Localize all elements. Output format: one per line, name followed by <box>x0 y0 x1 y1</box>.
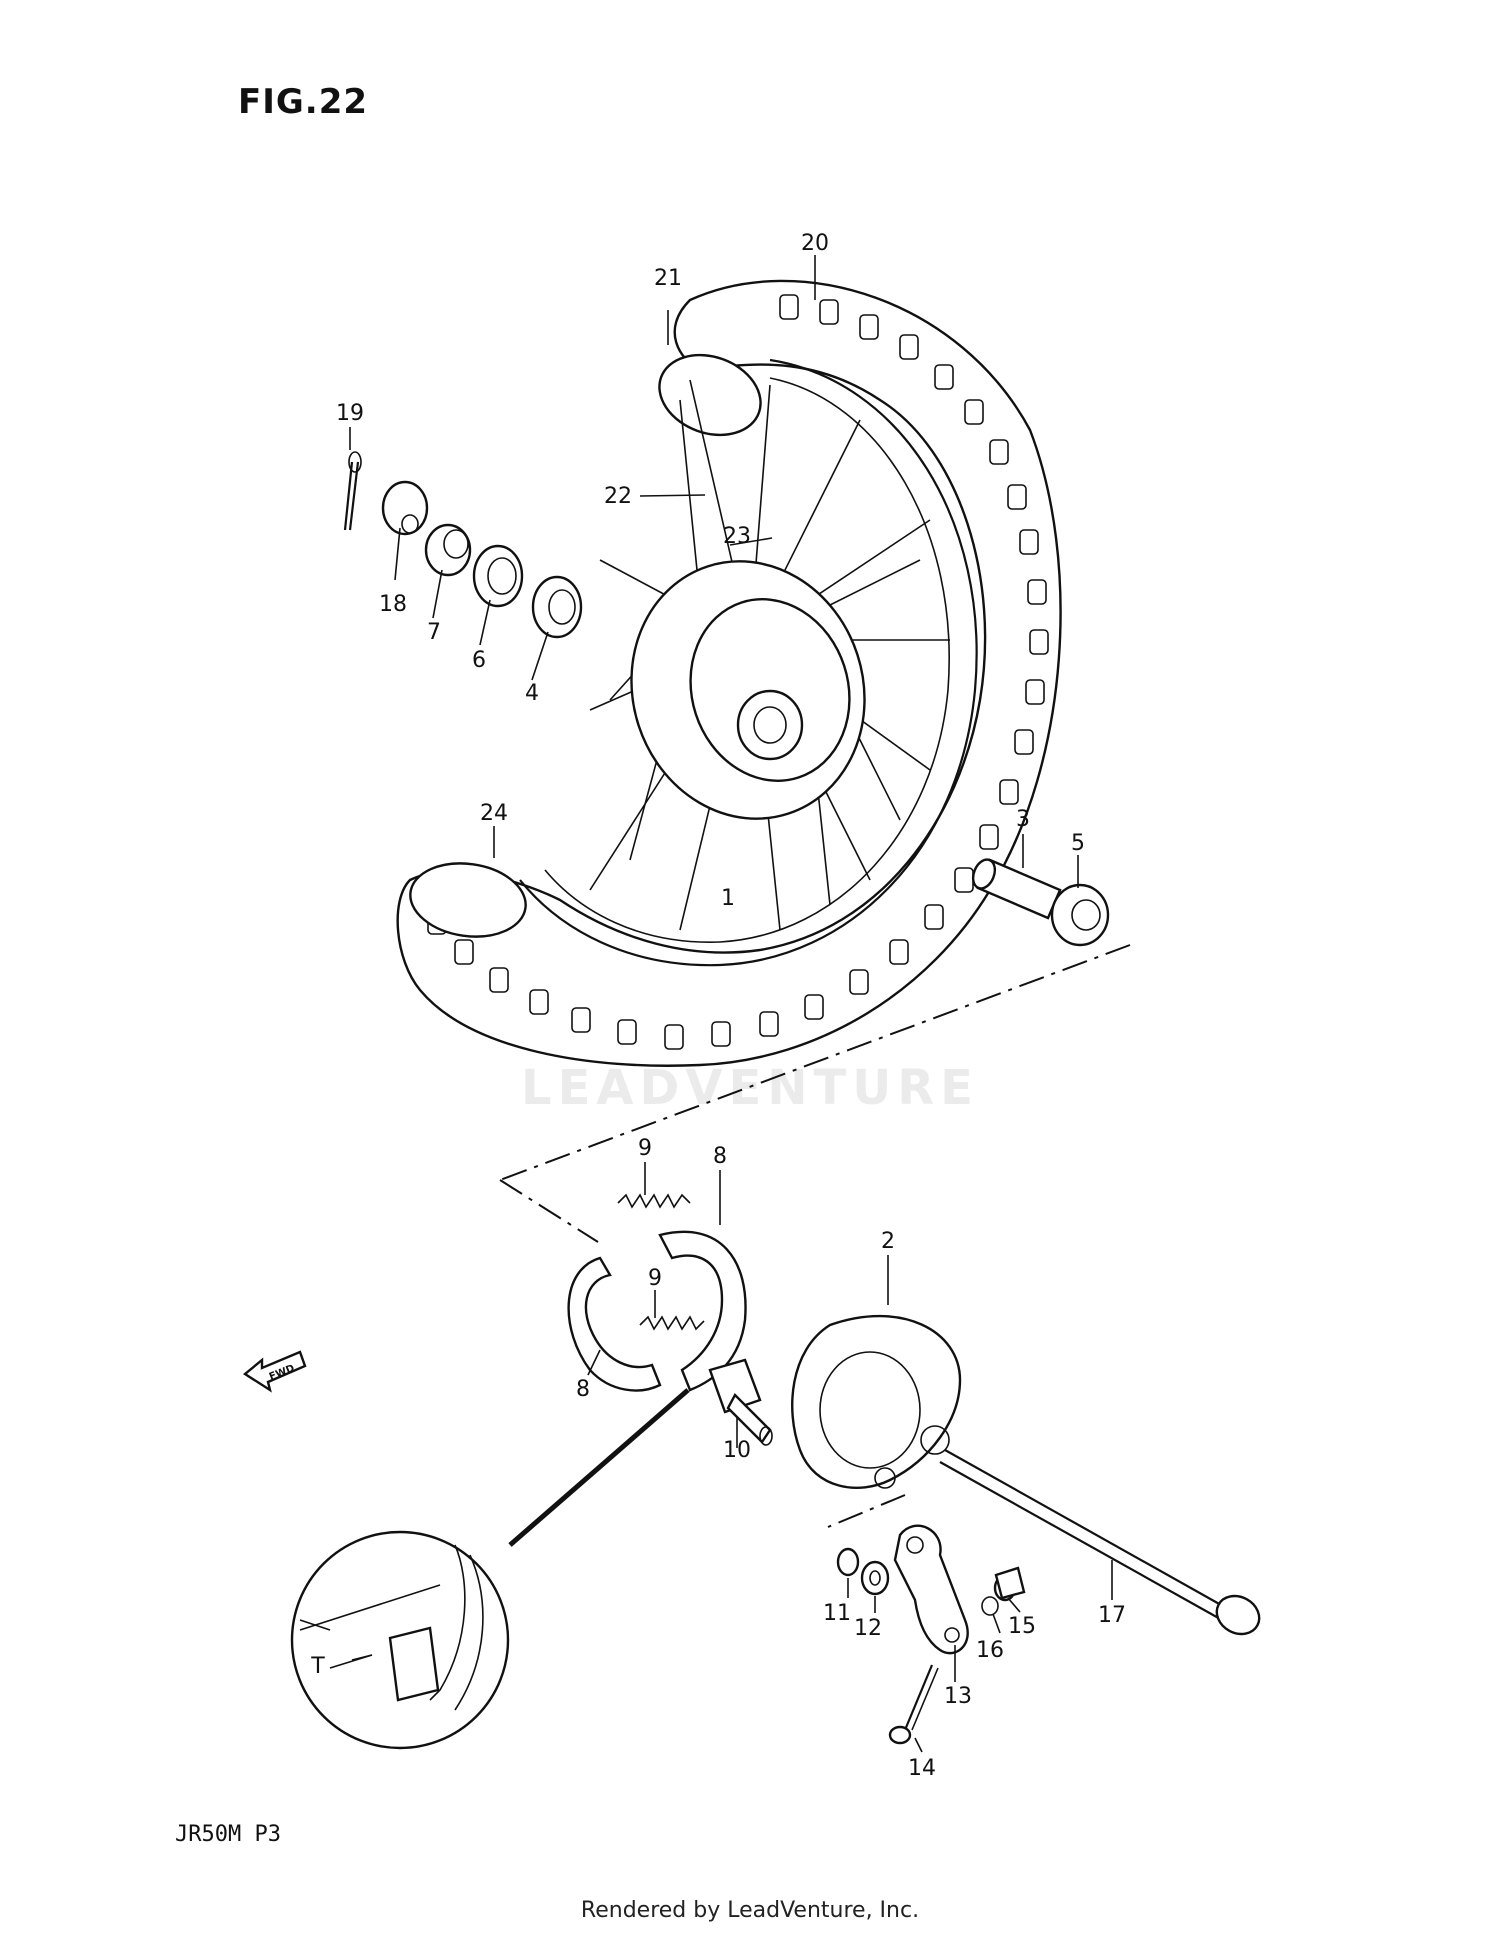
callout-21: 21 <box>654 266 682 291</box>
callout-8-lower: 8 <box>576 1377 590 1402</box>
callout-16: 16 <box>976 1638 1004 1663</box>
callout-9-lower: 9 <box>648 1266 662 1291</box>
callout-1: 1 <box>721 886 735 911</box>
spacer[interactable] <box>424 523 472 577</box>
washer-large[interactable] <box>860 1560 890 1596</box>
callout-3: 3 <box>1016 807 1030 832</box>
callout-12: 12 <box>854 1616 882 1641</box>
tube-cut-end-lower <box>409 862 527 938</box>
callout-6: 6 <box>472 648 486 673</box>
rear-wheel-assembly <box>396 279 1062 1067</box>
callout-9-upper: 9 <box>638 1136 652 1161</box>
rear-axle[interactable] <box>939 1449 1266 1641</box>
watermark-text: LEADVENTURE <box>521 1060 979 1116</box>
brake-shoe-upper[interactable] <box>658 1230 747 1392</box>
washer-small[interactable] <box>836 1547 860 1577</box>
callout-7: 7 <box>427 620 441 645</box>
callout-17: 17 <box>1098 1603 1126 1628</box>
hub-spacer[interactable] <box>969 856 1062 920</box>
detail-dimension-label: T <box>310 1654 325 1679</box>
brake-centerline <box>827 1494 906 1528</box>
tube-cut-end-upper <box>658 353 762 437</box>
callout-labels: 20 21 19 22 23 18 7 6 4 24 3 5 1 9 8 2 9… <box>310 231 1126 1781</box>
callout-23: 23 <box>723 524 751 549</box>
figure-title: FIG.22 <box>238 82 369 122</box>
callout-10: 10 <box>723 1438 751 1463</box>
callout-14: 14 <box>908 1756 936 1781</box>
lever-bolt[interactable] <box>888 1664 939 1745</box>
callout-2: 2 <box>881 1229 895 1254</box>
callout-13: 13 <box>944 1684 972 1709</box>
brake-cam[interactable] <box>708 1358 773 1446</box>
axle-centerline-lower <box>499 1179 599 1243</box>
fwd-arrow-icon: FWD <box>242 1350 307 1393</box>
callout-19: 19 <box>336 401 364 426</box>
model-code: JR50M P3 <box>175 1822 281 1847</box>
brake-cam-lever[interactable] <box>893 1524 969 1655</box>
leader-lines <box>349 255 1113 1753</box>
callout-5: 5 <box>1071 831 1085 856</box>
return-spring-upper[interactable] <box>617 1193 691 1209</box>
rim[interactable] <box>519 358 978 967</box>
callout-15: 15 <box>1008 1614 1036 1639</box>
brake-panel[interactable] <box>791 1314 962 1489</box>
callout-11: 11 <box>823 1601 851 1626</box>
callout-22: 22 <box>604 484 632 509</box>
return-spring-lower[interactable] <box>639 1315 705 1331</box>
callout-8-upper: 8 <box>713 1144 727 1169</box>
hub-bore <box>736 689 804 761</box>
footer-credit: Rendered by LeadVenture, Inc. <box>580 1898 920 1923</box>
bearing-right[interactable] <box>1050 883 1110 947</box>
callout-24: 24 <box>480 801 508 826</box>
cotter-pin[interactable] <box>343 451 362 531</box>
callout-4: 4 <box>525 681 539 706</box>
tire[interactable] <box>396 279 1062 1067</box>
adjust-nut[interactable] <box>994 1566 1026 1600</box>
oil-seal[interactable] <box>472 544 524 608</box>
bearing-left[interactable] <box>531 575 583 639</box>
callout-18: 18 <box>379 592 407 617</box>
detail-view <box>290 1388 690 1750</box>
axle-nut[interactable] <box>381 480 429 536</box>
brake-shoe-lower[interactable] <box>567 1256 662 1392</box>
axle-centerline-upper <box>499 944 1131 1181</box>
callout-20: 20 <box>801 231 829 256</box>
lock-washer[interactable] <box>981 1596 999 1616</box>
